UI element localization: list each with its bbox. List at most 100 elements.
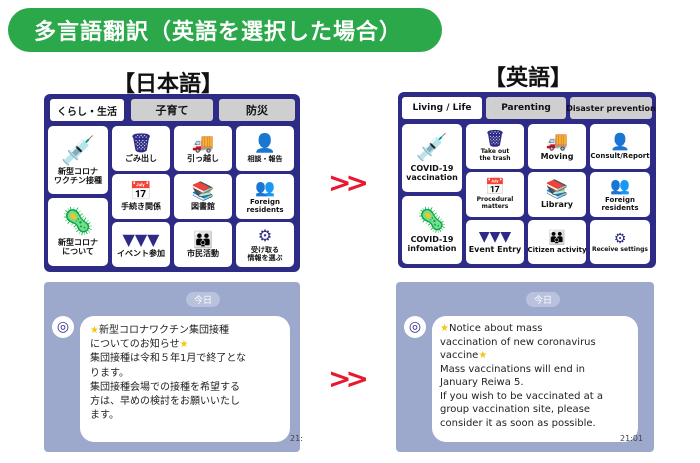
tile-label: Take out the trash: [479, 147, 511, 162]
tile-procedures[interactable]: 📅 手続き関係: [112, 174, 170, 219]
message-time: 21:01: [620, 434, 644, 443]
foreign-residents-icon: 👥: [255, 178, 275, 198]
tile-citizen-activity[interactable]: 👪 市民活動: [174, 222, 232, 267]
message-body-line: ります。: [90, 367, 129, 379]
english-heading: 【英語】: [483, 66, 572, 91]
tile-trash[interactable]: 🗑 ごみ出し: [112, 126, 170, 171]
tile-label: Consult/Report: [590, 151, 650, 160]
tile-covid-vaccination[interactable]: 💉 COVID-19 vaccination: [402, 124, 462, 192]
message-body-line: Mass vaccinations will end in: [440, 363, 586, 375]
arrow-icon: >>: [328, 362, 369, 395]
star-icon: ★: [440, 323, 449, 334]
trash-can-icon: 🗑: [129, 132, 153, 154]
message-headline: vaccine★: [440, 350, 488, 361]
tile-label: 引っ越し: [187, 154, 219, 164]
tile-moving[interactable]: 🚚 引っ越し: [174, 126, 232, 171]
tile-label: Foreign residents: [246, 197, 284, 214]
star-icon: ★: [179, 339, 189, 351]
message-bubble: ★新型コロナワクチン集団接種 についてのお知らせ★ 集団接種は令和５年1月で終了…: [80, 316, 290, 442]
message-body-line: group vaccination site, please: [440, 404, 591, 415]
person-syringe-icon: 💉: [415, 132, 449, 163]
tab-disaster-prevention[interactable]: 防災: [219, 99, 295, 121]
tile-foreign-residents[interactable]: 👥 Foreign residents: [236, 174, 294, 219]
tile-label: イベント参加: [117, 249, 165, 259]
today-badge: 今日: [526, 292, 560, 307]
consult-person-icon: 👤: [253, 133, 277, 155]
tile-label: 手続き関係: [121, 202, 161, 212]
trash-can-icon: 🗑: [484, 129, 506, 149]
foreign-residents-icon: 👥: [610, 176, 630, 196]
tile-label: 新型コロナ について: [58, 237, 98, 256]
tab-disaster-prevention[interactable]: Disaster prevention: [566, 97, 656, 119]
japanese-rich-menu: くらし・生活 子育て 防災 💉 新型コロナ ワクチン接種 🦠 新型コロナ につい…: [44, 94, 300, 272]
english-rich-menu: Living / Life Parenting Disaster prevent…: [398, 92, 656, 268]
tab-living[interactable]: くらし・生活: [50, 99, 124, 121]
calendar-icon: 📅: [129, 180, 153, 202]
today-badge: 今日: [186, 292, 220, 307]
bunting-flags-icon: ▼▼▼: [122, 229, 160, 249]
tile-event[interactable]: ▼▼▼ イベント参加: [112, 222, 170, 267]
tab-parenting[interactable]: Parenting: [486, 97, 566, 119]
citizens-group-icon: 👪: [548, 229, 566, 246]
message-body-line: January Reiwa 5.: [440, 377, 524, 388]
tile-label: Citizen activity: [527, 246, 587, 255]
citizens-group-icon: 👪: [193, 229, 213, 249]
page-title: 多言語翻訳（英語を選択した場合）: [8, 8, 442, 52]
tile-label: Library: [540, 200, 574, 210]
message-headline: vaccination of new coronavirus: [440, 336, 596, 348]
message-body-line: 集団接種は令和５年1月で終了とな: [90, 353, 247, 365]
tile-covid-info[interactable]: 🦠 新型コロナ について: [48, 198, 108, 266]
consult-person-icon: 👤: [610, 132, 630, 152]
japanese-heading: 【日本語】: [112, 72, 223, 97]
message-body-line: consider it as soon as possible.: [440, 417, 596, 429]
virus-mask-icon: 🦠: [61, 206, 95, 237]
moving-truck-icon: 🚚: [191, 132, 215, 154]
tile-receive-settings[interactable]: ⚙ Receive settings: [590, 220, 650, 264]
tile-consult[interactable]: 👤 Consult/Report: [590, 124, 650, 169]
tab-parenting[interactable]: 子育て: [131, 99, 213, 121]
tile-label: ごみ出し: [125, 154, 157, 164]
tile-label: 新型コロナ ワクチン接種: [54, 166, 102, 186]
tile-label: Receive settings: [591, 245, 648, 253]
tile-label: Foreign residents: [601, 195, 639, 212]
japanese-chat-panel: 今日 ◎ ★新型コロナワクチン集団接種 についてのお知らせ★ 集団接種は令和５年…: [44, 282, 303, 452]
message-body-line: 方は、早めの検討をお願いいたし: [90, 395, 240, 407]
tile-trash[interactable]: 🗑 Take out the trash: [466, 124, 524, 169]
tile-label: COVID-19 infomation: [407, 234, 457, 253]
tile-library[interactable]: 📚 図書館: [174, 174, 232, 219]
tile-label: Procedural matters: [476, 195, 514, 210]
message-time: 21:: [290, 434, 303, 443]
message-bubble: ★Notice about mass vaccination of new co…: [432, 316, 638, 442]
city-logo-icon: ◎: [52, 316, 74, 338]
arrow-icon: >>: [328, 166, 369, 199]
message-headline: ★新型コロナワクチン集団接種: [90, 325, 229, 336]
settings-gear-icon: ⚙: [613, 230, 627, 247]
city-logo-icon: ◎: [404, 316, 426, 338]
bunting-flags-icon: ▼▼▼: [478, 229, 512, 246]
english-chat-panel: 今日 ◎ ★Notice about mass vaccination of n…: [396, 282, 654, 452]
tile-receive-settings[interactable]: ⚙ 受け取る 情報を選ぶ: [236, 222, 294, 267]
tab-living[interactable]: Living / Life: [402, 97, 482, 119]
tile-label: Event Entry: [468, 245, 522, 255]
tile-moving[interactable]: 🚚 Moving: [528, 124, 586, 169]
books-icon: 📚: [545, 178, 569, 200]
tile-label: 市民活動: [187, 249, 219, 259]
star-icon: ★: [478, 350, 488, 361]
tile-covid-info[interactable]: 🦠 COVID-19 infomation: [402, 196, 462, 264]
virus-mask-icon: 🦠: [417, 206, 447, 235]
tile-label: COVID-19 vaccination: [406, 163, 458, 182]
message-headline: ★Notice about mass: [440, 323, 543, 334]
tile-citizen-activity[interactable]: 👪 Citizen activity: [527, 220, 587, 264]
tile-procedures[interactable]: 📅 Procedural matters: [466, 172, 524, 217]
tile-foreign-residents[interactable]: 👥 Foreign residents: [590, 172, 650, 217]
tile-label: 図書館: [191, 202, 215, 212]
message-body-line: If you wish to be vaccinated at a: [440, 390, 604, 402]
tile-label: Moving: [540, 152, 574, 162]
tile-covid-vaccination[interactable]: 💉 新型コロナ ワクチン接種: [48, 126, 108, 194]
tile-label: 相談・報告: [247, 154, 283, 163]
tile-event[interactable]: ▼▼▼ Event Entry: [466, 220, 524, 264]
settings-gear-icon: ⚙: [257, 226, 273, 246]
tile-library[interactable]: 📚 Library: [528, 172, 586, 217]
person-syringe-icon: 💉: [60, 133, 96, 167]
tile-consult[interactable]: 👤 相談・報告: [236, 126, 294, 171]
